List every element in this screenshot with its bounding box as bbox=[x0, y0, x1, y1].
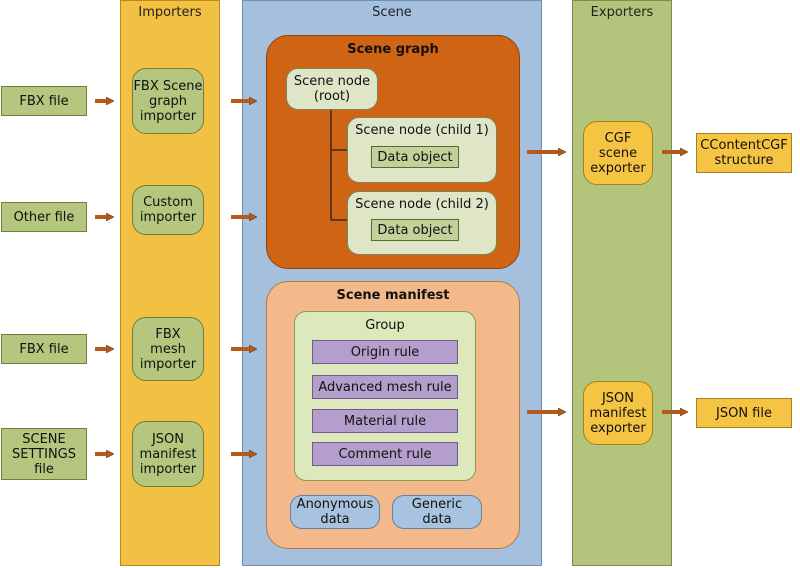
input-fbx-file-2: FBX file bbox=[1, 334, 87, 364]
data-object-2: Data object bbox=[371, 219, 459, 241]
scene-manifest-title: Scene manifest bbox=[336, 288, 450, 303]
scene-graph-title: Scene graph bbox=[347, 42, 439, 57]
exporter-json-manifest: JSON manifest exporter bbox=[583, 381, 653, 445]
rule-origin: Origin rule bbox=[312, 340, 458, 364]
importer-json-manifest: JSON manifest importer bbox=[132, 421, 204, 487]
importer-custom: Custom importer bbox=[132, 185, 204, 235]
rule-comment: Comment rule bbox=[312, 442, 458, 466]
exporters-lane: Exporters bbox=[572, 0, 672, 566]
importers-title: Importers bbox=[138, 5, 202, 20]
scene-node-root: Scene node (root) bbox=[286, 68, 378, 110]
scene-title: Scene bbox=[372, 5, 412, 20]
scene-node-child2: Scene node (child 2) Data object bbox=[347, 191, 497, 255]
importer-fbx-mesh: FBX mesh importer bbox=[132, 317, 204, 381]
importer-fbx-scene-graph: FBX Scene graph importer bbox=[132, 68, 204, 134]
scene-node-child1-label: Scene node (child 1) bbox=[355, 123, 489, 138]
exporters-title: Exporters bbox=[590, 5, 654, 20]
input-fbx-file-1: FBX file bbox=[1, 86, 87, 116]
exporter-cgf-scene: CGF scene exporter bbox=[583, 121, 653, 185]
input-scene-settings-file: SCENE SETTINGS file bbox=[1, 428, 87, 480]
scene-node-child1: Scene node (child 1) Data object bbox=[347, 117, 497, 183]
rule-material: Material rule bbox=[312, 409, 458, 433]
input-other-file: Other file bbox=[1, 202, 87, 232]
generic-data: Generic data bbox=[392, 495, 482, 529]
data-object-1: Data object bbox=[371, 146, 459, 168]
anonymous-data: Anonymous data bbox=[290, 495, 380, 529]
group-label: Group bbox=[365, 318, 405, 333]
scene-node-child2-label: Scene node (child 2) bbox=[355, 197, 489, 212]
output-json-file: JSON file bbox=[696, 398, 792, 428]
rule-advanced-mesh: Advanced mesh rule bbox=[312, 375, 458, 399]
output-ccontentcgf: CContentCGF structure bbox=[696, 133, 792, 173]
